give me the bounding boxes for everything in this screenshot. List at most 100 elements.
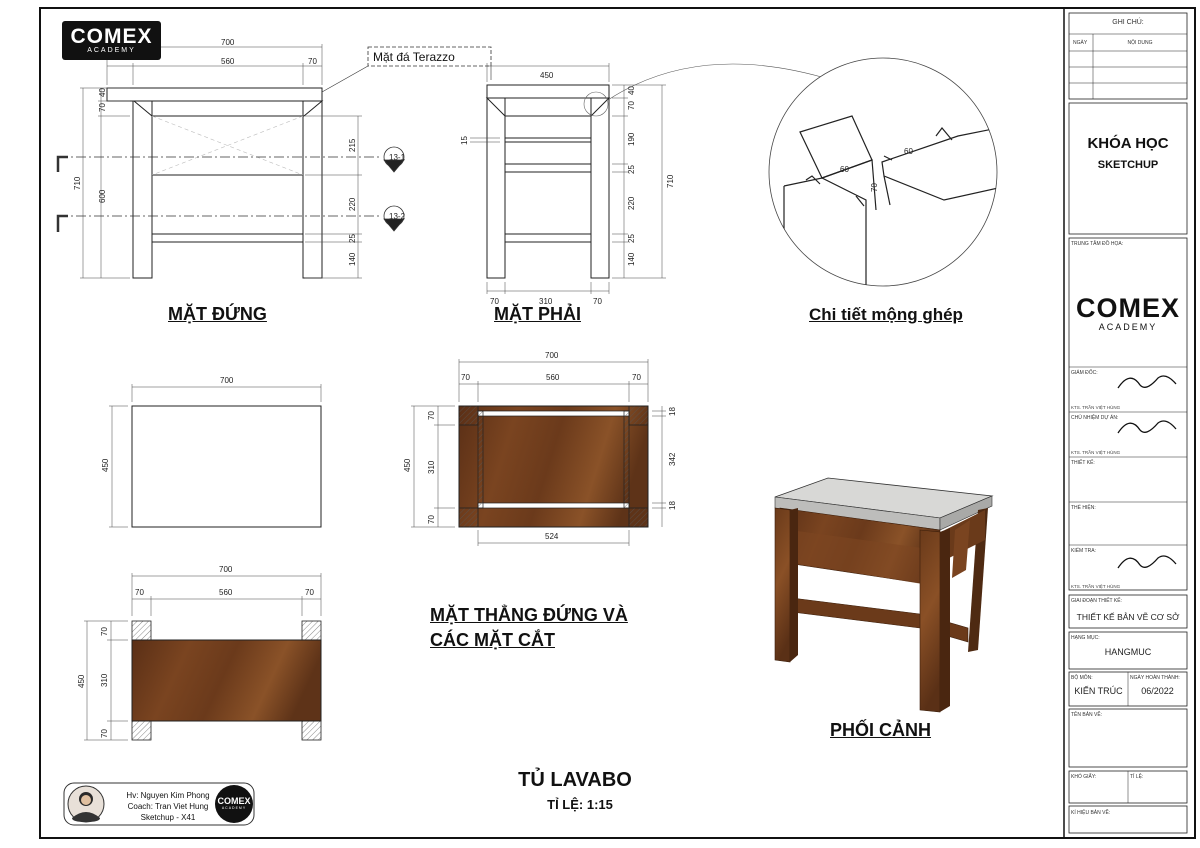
front-dim-apron: 70	[98, 103, 107, 112]
detail-leader	[607, 63, 833, 101]
section-tag-2: 13-2	[389, 212, 406, 221]
plan2-dim-leg-top: 70	[427, 411, 436, 420]
right-dim-rail-2: 25	[627, 165, 636, 174]
check-label: KIỂM TRA:	[1071, 548, 1096, 554]
right-dim-inner: 310	[539, 297, 553, 306]
director-name: KTS. TRẦN VIỆT HÙNG	[1071, 405, 1121, 410]
plan2-dim-leg-bottom: 70	[427, 515, 436, 524]
completion-date-label: NGÀY HOÀN THÀNH:	[1130, 675, 1180, 681]
front-dim-height: 710	[73, 176, 82, 190]
phase-label: GIAI ĐOẠN THIẾT KẾ:	[1071, 598, 1122, 604]
shelf-plan	[84, 573, 322, 741]
student-badge-logo-sub: ACADEMY	[221, 806, 247, 810]
plan1-dim-depth: 450	[101, 458, 110, 472]
joint-dim-1: 60	[840, 165, 849, 174]
notes-date-header: NGÀY	[1073, 40, 1088, 46]
front-dim-top: 40	[98, 88, 107, 97]
right-dim-apron: 70	[627, 101, 636, 110]
plan2-dim-bottom: 524	[545, 532, 559, 541]
terrazzo-label: Mặt đá Terazzo	[373, 50, 455, 64]
drawn-label: THỂ HIỆN:	[1071, 505, 1096, 511]
plan2-dim-panel-bottom: 18	[668, 501, 677, 510]
section-tag-1: 13-1	[389, 153, 406, 162]
department-label: BỘ MÔN:	[1071, 675, 1093, 681]
perspective-title: PHỐI CẢNH	[830, 720, 932, 740]
title-block	[1068, 12, 1188, 834]
student-coach: Coach: Tran Viet Hung	[127, 802, 209, 811]
joint-dim-3: 70	[870, 183, 879, 192]
plan2-dim-panel-inner: 342	[668, 452, 677, 466]
front-dim-leg: 600	[98, 189, 107, 203]
brand-logo-sub: ACADEMY	[87, 47, 136, 54]
detail-marker	[583, 91, 609, 117]
plan2-dim-width: 700	[545, 351, 559, 360]
director-label: GIÁM ĐỐC:	[1071, 370, 1098, 376]
right-elevation	[485, 84, 611, 279]
drawing-name-label: TÊN BẢN VẼ:	[1071, 712, 1103, 718]
front-dim-post: 70	[308, 57, 317, 66]
plan3-dim-inner-depth: 310	[100, 673, 109, 687]
drawing-code-label: KÍ HIỆU BẢN VẼ:	[1071, 810, 1111, 816]
sheet-border	[39, 7, 1196, 839]
project-manager-name: KTS. TRẦN VIỆT HÙNG	[1071, 450, 1121, 455]
joint-view-title: Chi tiết mộng ghép	[809, 305, 963, 324]
front-dim-overall: 700	[221, 38, 235, 47]
course-subject: SKETCHUP	[1097, 159, 1159, 171]
terrazzo-callout-box	[367, 46, 492, 67]
right-dim-depth: 450	[540, 71, 554, 80]
plan3-dim-depth: 450	[77, 674, 86, 688]
item-value: HANGMUC	[1104, 647, 1152, 657]
item-label: HẠNG MỤC:	[1071, 635, 1100, 641]
right-dim-upper: 190	[627, 132, 636, 146]
brand-logo: COMEX ACADEMY	[62, 21, 161, 60]
drawing-title: TỦ LAVABO	[518, 769, 632, 791]
check-name: KTS. TRẦN VIỆT HÙNG	[1071, 584, 1121, 589]
front-view-title: MẶT ĐỨNG	[168, 304, 267, 324]
student-info: Hv: Nguyen Kim Phong Coach: Tran Viet Hu…	[112, 790, 224, 823]
plan3-dim-leg-bottom: 70	[100, 729, 109, 738]
student-name: Hv: Nguyen Kim Phong	[126, 791, 210, 800]
titleblock-logo-sub: ACADEMY	[1098, 322, 1158, 332]
section-plan	[411, 359, 666, 546]
right-dim-leg-right: 70	[593, 297, 602, 306]
right-view-title: MẶT PHẢI	[494, 304, 581, 324]
front-dimension-lines	[80, 44, 362, 279]
plan2-dim-panel-top: 18	[668, 407, 677, 416]
titleblock-logo-main: COMEX	[1075, 293, 1180, 323]
front-dim-base: 140	[348, 252, 357, 266]
completion-date-value: 06/2022	[1141, 686, 1174, 696]
right-dim-top: 40	[627, 86, 636, 95]
center-label: TRUNG TÂM ĐỒ HỌA:	[1071, 241, 1124, 247]
brand-logo-main: COMEX	[70, 25, 153, 48]
plan2-dim-inner-depth: 310	[427, 460, 436, 474]
top-plan	[109, 384, 322, 528]
plan1-dim-width: 700	[220, 376, 234, 385]
department-value: KIẾN TRÚC	[1074, 686, 1123, 696]
plan2-dim-depth: 450	[403, 458, 412, 472]
right-dim-middle: 220	[627, 196, 636, 210]
drawing-scale: TỈ LỆ: 1:15	[547, 797, 613, 812]
plan3-dim-leg-right: 70	[305, 588, 314, 597]
student-badge	[63, 782, 255, 826]
right-dim-shelf: 25	[627, 234, 636, 243]
right-dim-rail: 15	[460, 136, 469, 145]
student-course: Sketchup - X41	[140, 813, 196, 822]
plan2-dim-leg-right: 70	[632, 373, 641, 382]
right-dim-leg-left: 70	[490, 297, 499, 306]
sections-title-line-1: MẶT THẲNG ĐỨNG VÀ	[430, 605, 628, 625]
right-dim-height: 710	[666, 174, 675, 188]
section-lines	[56, 146, 405, 232]
plan2-dim-leg-left: 70	[461, 373, 470, 382]
notes-content-header: NỘI DUNG	[1127, 40, 1153, 46]
joint-detail	[768, 57, 998, 287]
front-dim-inner: 560	[221, 57, 235, 66]
front-dim-middle: 220	[348, 197, 357, 211]
plan3-dim-width: 700	[219, 565, 233, 574]
plan3-dim-inner: 560	[219, 588, 233, 597]
front-dim-upper: 215	[348, 138, 357, 152]
plan2-dim-inner: 560	[546, 373, 560, 382]
front-dim-shelf: 25	[348, 234, 357, 243]
sections-title-line-2: CÁC MẶT CẮT	[430, 630, 555, 650]
